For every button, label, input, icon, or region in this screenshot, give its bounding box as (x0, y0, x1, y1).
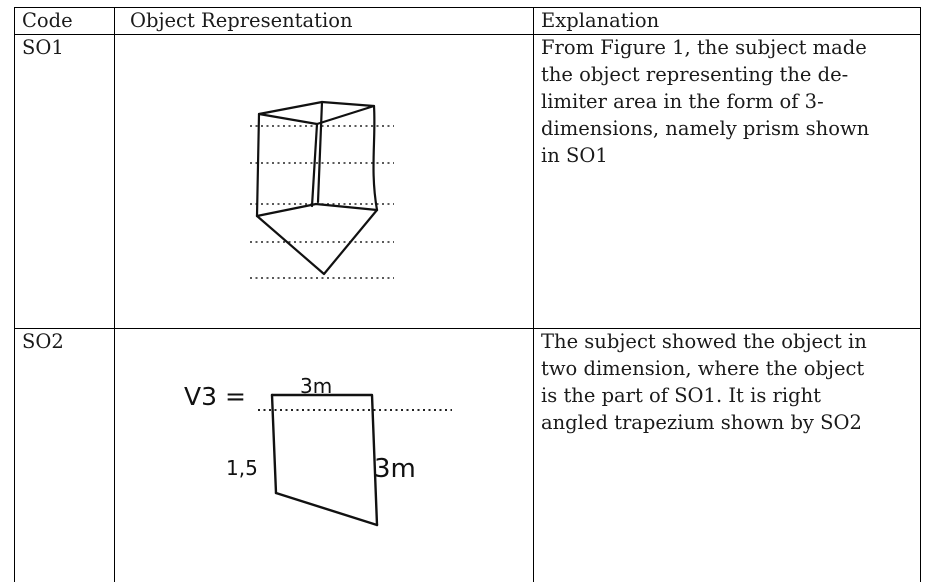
column-rule-1 (114, 7, 115, 582)
row2-code: SO2 (22, 330, 64, 353)
column-rule-2 (533, 7, 534, 582)
header-rule (14, 34, 921, 35)
header-code: Code (22, 9, 73, 32)
row2-explanation: The subject showed the object in two dim… (541, 330, 867, 434)
table-top-rule (14, 7, 921, 8)
sketch-label-top: 3m (300, 375, 332, 398)
row1-explanation: From Figure 1, the subject made the obje… (541, 36, 870, 167)
trapezium-sketch: V3 = 3m 1,5 3m (184, 375, 452, 527)
sketch-label-left: V3 = (184, 382, 246, 411)
header-object-representation: Object Representation (130, 9, 353, 32)
prism-sketch (250, 100, 394, 279)
sketch-label-side-left: 1,5 (226, 456, 258, 480)
row1-code: SO1 (22, 36, 64, 59)
table-left-rule (14, 7, 15, 582)
header-explanation: Explanation (541, 9, 660, 32)
table-right-rule (920, 7, 921, 582)
row-separator (14, 328, 921, 329)
sketch-label-side-right: 3m (374, 454, 416, 484)
